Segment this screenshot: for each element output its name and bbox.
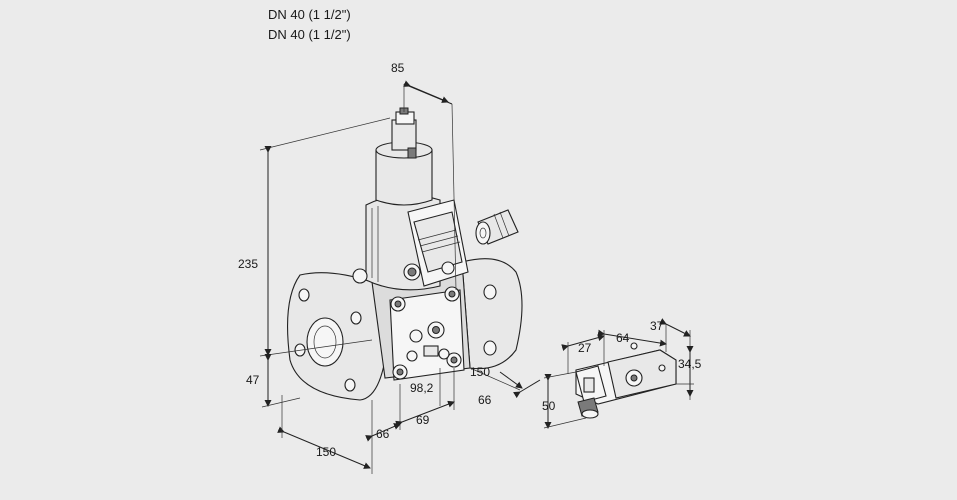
- dim-47: 47: [246, 373, 260, 387]
- dimension-lines: [259, 80, 541, 474]
- dim-50: 50: [542, 399, 556, 413]
- connector-panel: [413, 211, 463, 273]
- dim-98-2: 98,2: [410, 381, 434, 395]
- adjuster-stem: [391, 119, 417, 151]
- dim-69: 69: [416, 413, 430, 427]
- flange-bolt-hole-br: [344, 378, 356, 392]
- stem-nut: [407, 147, 417, 159]
- dim-27: 27: [578, 341, 592, 355]
- right-flange: [461, 258, 523, 370]
- loose-cable-gland: [475, 209, 519, 245]
- dim-150-right: 150: [470, 365, 490, 379]
- port-2: [409, 329, 423, 343]
- flange-bolt-hole-tr: [350, 311, 362, 325]
- dim-235: 235: [238, 257, 258, 271]
- module-dimension-lines: [543, 318, 694, 429]
- dim-64: 64: [616, 331, 630, 345]
- dim-85: 85: [391, 61, 405, 75]
- label-plate: [423, 345, 439, 357]
- dim-150-left: 150: [316, 445, 336, 459]
- pressure-switch-module: [575, 342, 677, 419]
- valve-assembly: [286, 107, 523, 401]
- port-3: [438, 348, 450, 360]
- flange-bore-inner: [313, 325, 337, 359]
- title-line-2: DN 40 (1 1/2"): [268, 27, 351, 42]
- dim-66-left: 66: [376, 427, 390, 441]
- top-bolt: [352, 268, 368, 284]
- dim-34-5: 34,5: [678, 357, 702, 371]
- module-housing: [607, 349, 677, 399]
- flange-bolt-hole-tl: [298, 288, 310, 302]
- right-flange-bolt-hole-2: [483, 340, 497, 356]
- top-bolt-2: [441, 261, 455, 275]
- dimension-labels: 85 235 47 150 66 69 98,2 150 66 27 64 37…: [238, 61, 702, 459]
- port-4: [406, 350, 418, 362]
- title-line-1: DN 40 (1 1/2"): [268, 7, 351, 22]
- flange-bore: [306, 317, 344, 367]
- right-flange-bolt-hole: [483, 284, 497, 300]
- dim-66-right: 66: [478, 393, 492, 407]
- dim-37: 37: [650, 319, 664, 333]
